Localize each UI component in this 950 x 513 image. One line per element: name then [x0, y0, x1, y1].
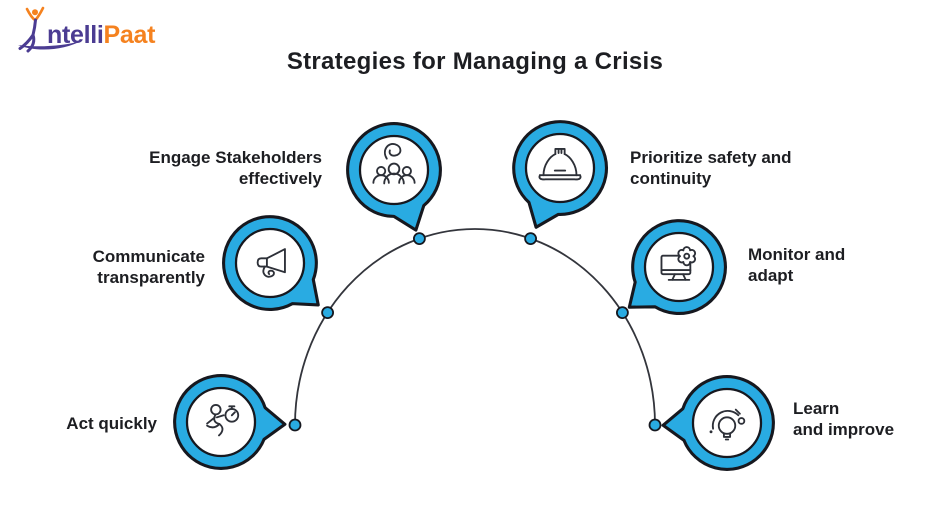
label-line: Monitor and [748, 245, 846, 264]
logo-text-prefix: ntelli [47, 21, 104, 49]
logo-text-suffix: Paat [103, 21, 156, 49]
node-engage-stakeholders [346, 122, 442, 232]
node-communicate-transparently [222, 215, 320, 311]
label-prioritize-safety: Prioritize safety and continuity [630, 147, 792, 189]
label-monitor-adapt: Monitor and adapt [748, 244, 845, 286]
arc-dot [412, 232, 426, 246]
label-line: effectively [238, 169, 322, 188]
runner-stopwatch-icon [206, 403, 240, 437]
label-act-quickly: Act quickly [66, 413, 157, 434]
arc-dot [616, 306, 629, 320]
timeline-arc [294, 228, 656, 426]
arc-dot [321, 306, 335, 320]
arc-dot [648, 418, 662, 432]
label-line: Engage Stakeholders [149, 148, 322, 167]
label-engage-stakeholders: Engage Stakeholders effectively [149, 147, 322, 189]
node-monitor-adapt [627, 219, 727, 315]
label-line: continuity [630, 169, 712, 188]
stakeholders-question-icon [372, 142, 416, 185]
label-line: adapt [748, 266, 794, 285]
hard-hat-icon [538, 148, 582, 181]
arc-dot [524, 232, 537, 246]
monitor-gear-icon [660, 246, 696, 281]
bulb-gauge-icon [709, 408, 746, 441]
label-communicate-transparently: Communicate transparently [93, 246, 205, 288]
node-prioritize-safety [512, 120, 609, 229]
arc-dot [288, 418, 302, 432]
intellipaat-logo: ntelliPaat [14, 6, 244, 64]
node-learn-improve [661, 375, 775, 471]
logo-figure-icon [18, 6, 82, 53]
megaphone-icon [256, 248, 286, 278]
label-learn-improve: Learn and improve [793, 398, 894, 440]
label-line: Learn [793, 399, 840, 418]
logo-wordmark: ntelliPaat [47, 21, 155, 50]
label-line: Communicate [92, 247, 205, 266]
label-line: transparently [97, 268, 205, 287]
node-act-quickly [173, 374, 287, 470]
page-title: Strategies for Managing a Crisis [286, 48, 664, 75]
label-line: Prioritize safety and [630, 148, 792, 167]
label-line: and improve [793, 420, 895, 439]
label-line: Act quickly [66, 414, 157, 433]
